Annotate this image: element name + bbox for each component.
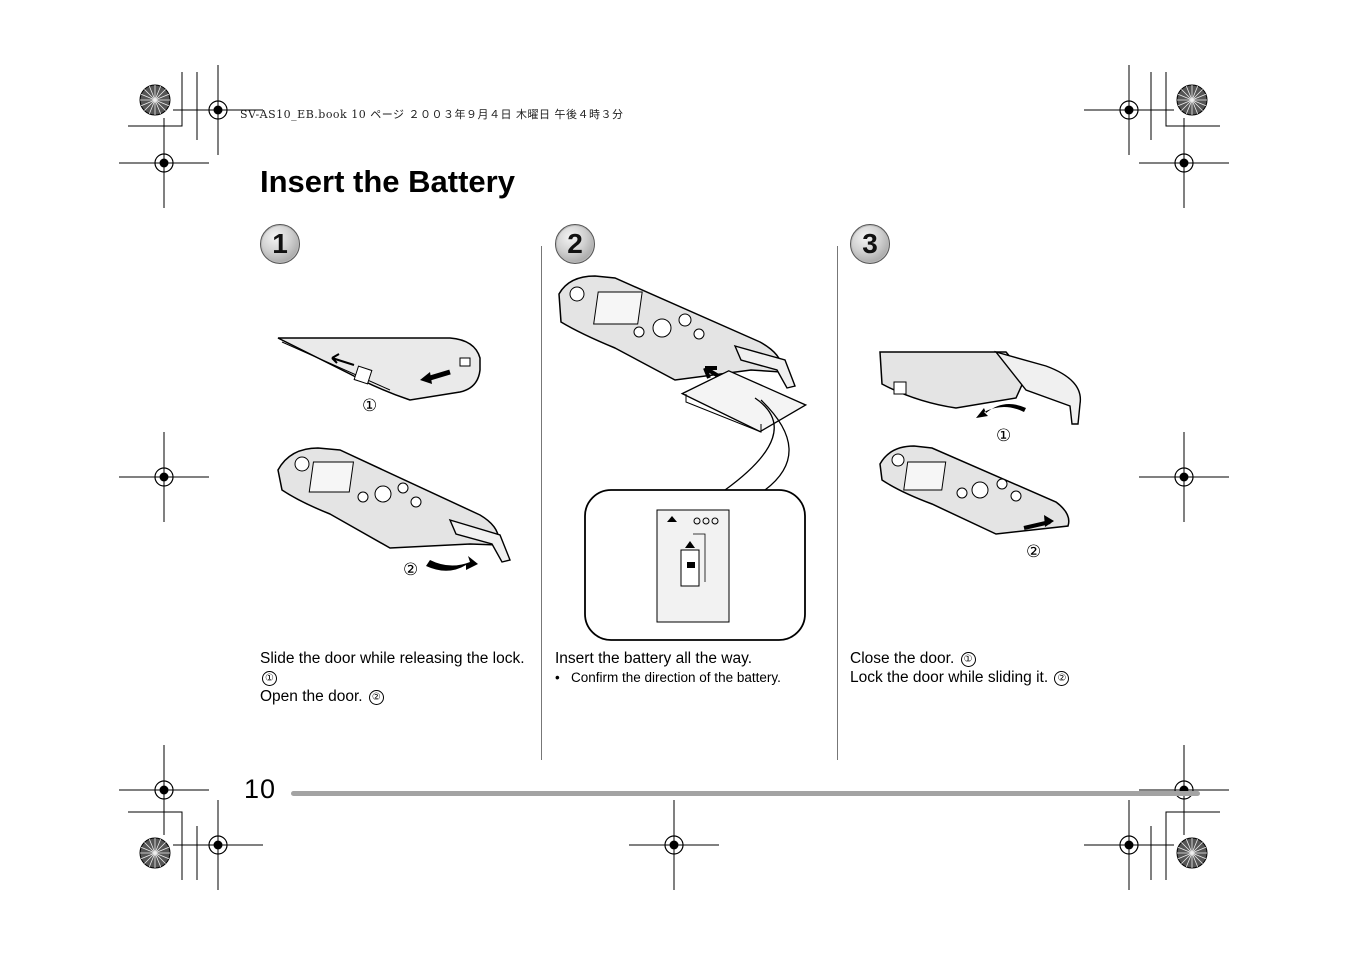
illustration-marker-2: ②: [403, 560, 419, 579]
step-badge-3: 3: [850, 224, 890, 264]
circled-number: ①: [960, 652, 976, 667]
crosshair-icon: [1138, 744, 1230, 836]
print-header: SV-AS10_EB.book 10 ページ ２００３年９月４日 木曜日 午後４…: [240, 108, 624, 121]
crosshair-icon: [1138, 431, 1230, 523]
crosshair-icon: [1083, 799, 1175, 891]
page-number: 10: [244, 774, 277, 804]
camera-door-slide-image: [277, 337, 511, 571]
crosshair-icon: [628, 799, 720, 891]
crosshair-icon: [118, 744, 210, 836]
step1-line-1: Slide the door while releasing the lock.…: [260, 650, 525, 686]
step1-illustration: ① ②: [270, 330, 520, 590]
illustration-marker-1: ①: [996, 426, 1012, 445]
bullet-icon: •: [555, 670, 560, 685]
crosshair-icon: [118, 117, 210, 209]
step2-bullet: •Confirm the direction of the battery.: [555, 670, 781, 685]
circled-number: ②: [1054, 671, 1070, 686]
corner-mark-icon: [139, 84, 171, 116]
door-close-lock-image: [879, 350, 1082, 535]
crosshair-icon: [1138, 117, 1230, 209]
step2-caption: Insert the battery all the way. •Confirm…: [555, 649, 830, 687]
step3-caption: Close the door. ① Lock the door while sl…: [850, 649, 1140, 687]
step1-line-2: Open the door. ②: [260, 687, 530, 706]
corner-mark-icon: [139, 837, 171, 869]
circled-number: ②: [368, 690, 384, 705]
illustration-marker-2: ②: [1026, 542, 1042, 561]
corner-mark-icon: [1176, 84, 1208, 116]
column-divider: [837, 246, 838, 760]
step2-illustration: [555, 272, 810, 644]
crosshair-icon: [172, 64, 264, 156]
page-title: Insert the Battery: [260, 164, 515, 199]
step3-illustration: ① ②: [876, 346, 1086, 576]
step3-line-1: Close the door. ①: [850, 649, 1140, 668]
footer-rule: [291, 791, 1200, 796]
step2-line-1: Insert the battery all the way.: [555, 650, 753, 667]
corner-mark-icon: [1176, 837, 1208, 869]
step-badge-2: 2: [555, 224, 595, 264]
step1-caption: Slide the door while releasing the lock.…: [260, 649, 530, 706]
step-badge-1: 1: [260, 224, 300, 264]
column-divider: [541, 246, 542, 760]
illustration-marker-1: ①: [362, 396, 378, 415]
crosshair-icon: [172, 799, 264, 891]
circled-number: ①: [262, 671, 277, 686]
battery-insert-image: [558, 275, 808, 641]
crosshair-icon: [1083, 64, 1175, 156]
crosshair-icon: [118, 431, 210, 523]
step3-line-2: Lock the door while sliding it. ②: [850, 668, 1140, 687]
